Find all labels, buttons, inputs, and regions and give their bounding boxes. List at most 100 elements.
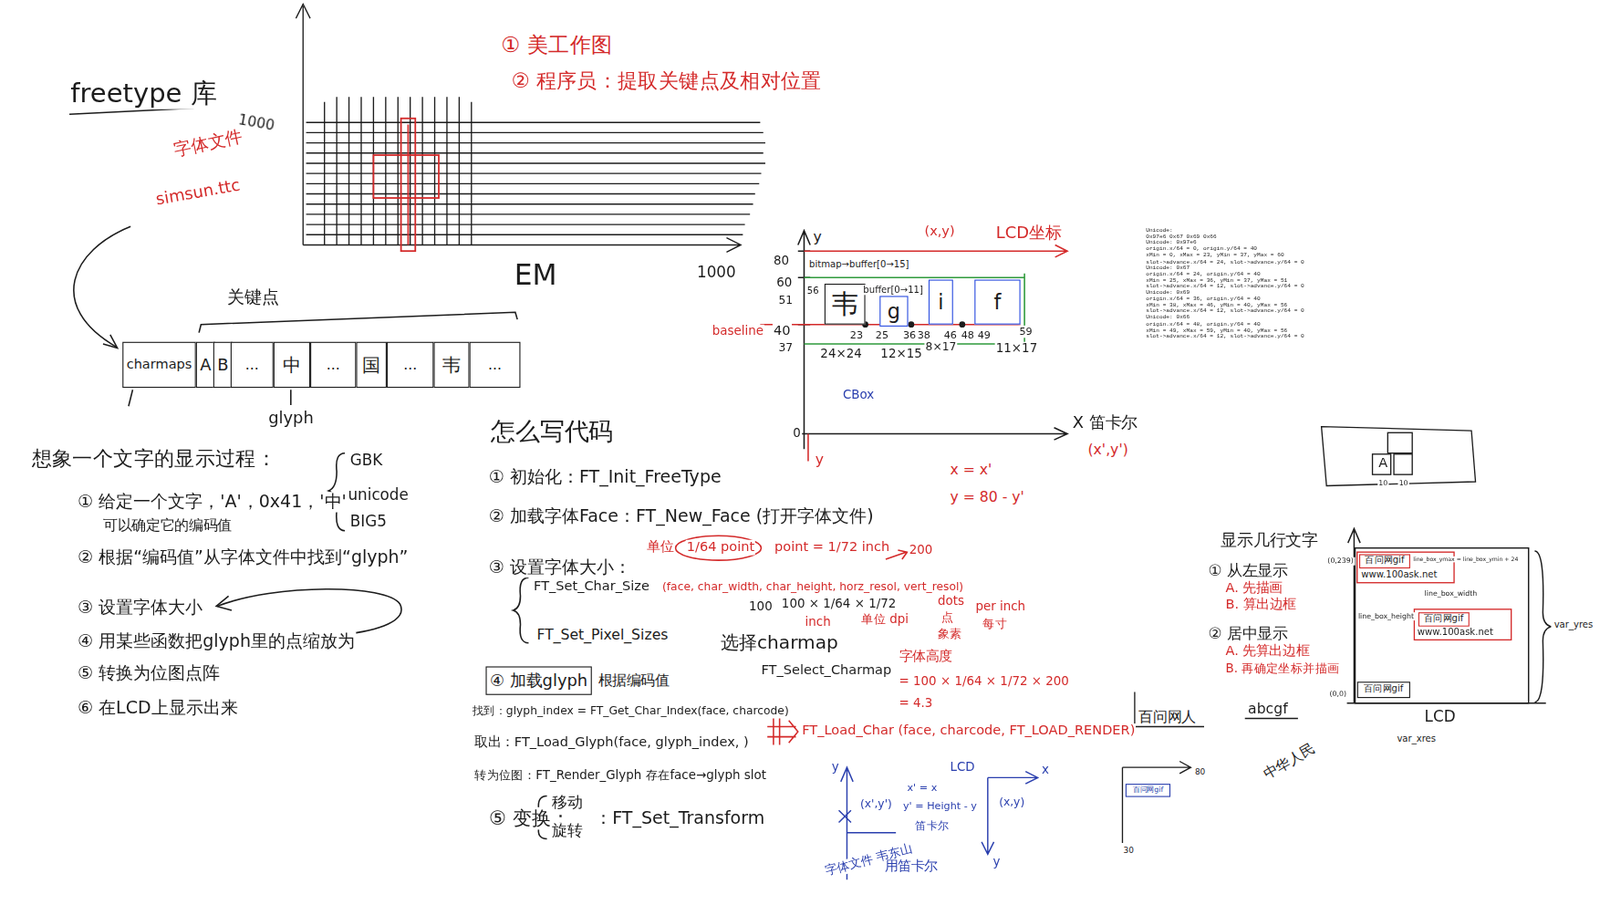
note-text: 0	[791, 426, 802, 441]
note-text: 显示几行文字	[1219, 530, 1320, 551]
note-text: 笛卡尔	[914, 820, 950, 833]
node-text: ...	[326, 356, 341, 373]
node-text: 百问网gif	[1363, 685, 1403, 696]
note-text: 36	[902, 330, 917, 343]
note-text: line_box_height	[1357, 612, 1415, 621]
note-text: ⑥ 在LCD上显示出来	[76, 697, 239, 718]
note-text: 56	[806, 285, 821, 297]
note-text: FT_Load_Char (face, charcode, FT_LOAD_RE…	[800, 724, 1136, 740]
node-text: i	[937, 290, 944, 314]
step-box: ④ 加载glyph	[485, 665, 592, 695]
node-text: ...	[403, 356, 417, 373]
note-text: line_box_width	[1423, 589, 1478, 598]
note-text: (0,239)	[1326, 557, 1355, 566]
red-annotation	[767, 718, 799, 746]
screen-sketch	[1387, 432, 1413, 453]
printout-line: xMin = 49, xMax = 59, yMin = 40, yMax = …	[1144, 327, 1289, 333]
charmap-cell: 中	[273, 342, 311, 388]
printout-line: Unicode: 0x97e6	[1144, 239, 1198, 246]
node-text: f	[994, 290, 1002, 314]
cbox-lines	[803, 273, 1025, 348]
note-text: var_xres	[1395, 733, 1437, 745]
note-text: 每寸	[981, 617, 1008, 632]
text-line-box: 百问网gif	[1359, 553, 1411, 569]
node-text: 韦	[442, 354, 461, 375]
node-text: 韦	[831, 289, 859, 319]
printout-line: xMin = 0, xMax = 23, yMin = 37, yMax = 6…	[1144, 252, 1286, 259]
screen-sketch	[1122, 760, 1191, 842]
note-text: y = 80 - y'	[948, 488, 1026, 506]
note-text: ③ 设置字体大小	[76, 598, 204, 619]
note-text: ① 给定一个文字，'A'，0x41，'中'	[76, 491, 348, 512]
note-text: x	[1040, 763, 1050, 778]
printout-line: origin.x/64 = 36, origin.y/64 = 40	[1144, 296, 1262, 302]
note-text: GBK	[349, 452, 385, 470]
note-text: per inch	[974, 600, 1027, 614]
printout-line: Unicode: 0x67	[1144, 264, 1191, 271]
node-text: B	[217, 355, 229, 375]
note-text: dots	[936, 594, 966, 609]
note-text: 字体文件	[171, 125, 246, 161]
lcd-screen	[1347, 528, 1552, 703]
note-text: 字体高度	[897, 649, 953, 665]
printout-line: slot->advance.x/64 = 12, slot->advance.y…	[1144, 308, 1306, 314]
note-text: www.100ask.net	[1416, 626, 1495, 638]
note-text: 80	[1194, 768, 1207, 778]
note-text: LCD坐标	[995, 223, 1063, 243]
node-text: 百问网gif	[1364, 556, 1404, 567]
note-text: ① 从左显示	[1206, 562, 1289, 581]
em-grid	[295, 3, 311, 245]
lcd-screen	[1534, 550, 1551, 703]
text-line-box: 百问网gif	[1418, 612, 1470, 627]
note-text: X 笛卡尔	[1071, 413, 1140, 433]
note-text: ④ 用某些函数把glyph里的点缩放为	[76, 632, 356, 653]
node-text: g	[887, 300, 901, 323]
note-text: 1/64 point	[685, 540, 757, 556]
cbox-lines	[803, 273, 1025, 348]
note-text: 51	[777, 294, 794, 308]
line-box	[1413, 609, 1511, 641]
printout-line: slot->advance.x/64 = 24, slot->advance.y…	[1144, 259, 1306, 265]
note-text: 11×17	[995, 342, 1039, 356]
note-text: 可以确定它的编码值	[102, 516, 233, 533]
glyph-box: 韦	[824, 283, 866, 325]
note-text: 48	[960, 330, 976, 343]
note-text: LCD	[948, 759, 976, 774]
note-text: simsun.ttc	[153, 175, 243, 209]
note-text: 80	[772, 254, 790, 269]
note-text: LCD	[1423, 708, 1456, 727]
charmap-cell: 国	[355, 342, 387, 388]
lcd-screen	[1355, 548, 1529, 704]
printout-line: slot->advance.x/64 = 12, slot->advance.y…	[1144, 332, 1306, 339]
note-text: ⑤ 转换为位图点阵	[76, 663, 221, 684]
note-text: ：FT_Set_Transform	[593, 808, 766, 829]
note-text: 8×17	[924, 340, 957, 354]
note-text: FT_Set_Pixel_Sizes	[535, 626, 669, 644]
note-text: FT_Select_Charmap	[759, 664, 893, 680]
note-text: 60	[775, 276, 793, 291]
note-text: 25	[874, 330, 890, 343]
node-text: 中	[282, 354, 302, 375]
note-text: buffer[0→11]	[862, 284, 925, 296]
printout-line: origin.x/64 = 0, origin.y/64 = 40	[1144, 246, 1258, 252]
note-text: glyph	[267, 408, 315, 428]
note-text: B. 算出边框	[1224, 597, 1298, 613]
glyph-outline	[407, 124, 410, 245]
origin-dot	[959, 321, 967, 328]
sketch-line	[73, 226, 131, 347]
printout-line: slot->advance.x/64 = 12, slot->advance.y…	[1144, 283, 1306, 290]
node-text: charmaps	[126, 357, 193, 373]
note-text: = 100 × 1/64 × 1/72 × 200	[897, 674, 1071, 688]
note-text: 100	[748, 600, 774, 614]
note-text: 1000	[236, 110, 278, 134]
lcd-axes	[798, 427, 1068, 440]
sketch-line	[69, 108, 194, 115]
note-text: ② 加载字体Face：FT_New_Face (打开字体文件)	[488, 506, 875, 527]
lcd-red-lines	[759, 244, 1068, 461]
charmap-cell: ...	[230, 342, 274, 388]
red-annotation	[675, 535, 762, 561]
glyph-outline	[401, 118, 416, 251]
note-text: 百问网人	[1137, 707, 1197, 725]
note-text: (x,y)	[997, 795, 1026, 809]
